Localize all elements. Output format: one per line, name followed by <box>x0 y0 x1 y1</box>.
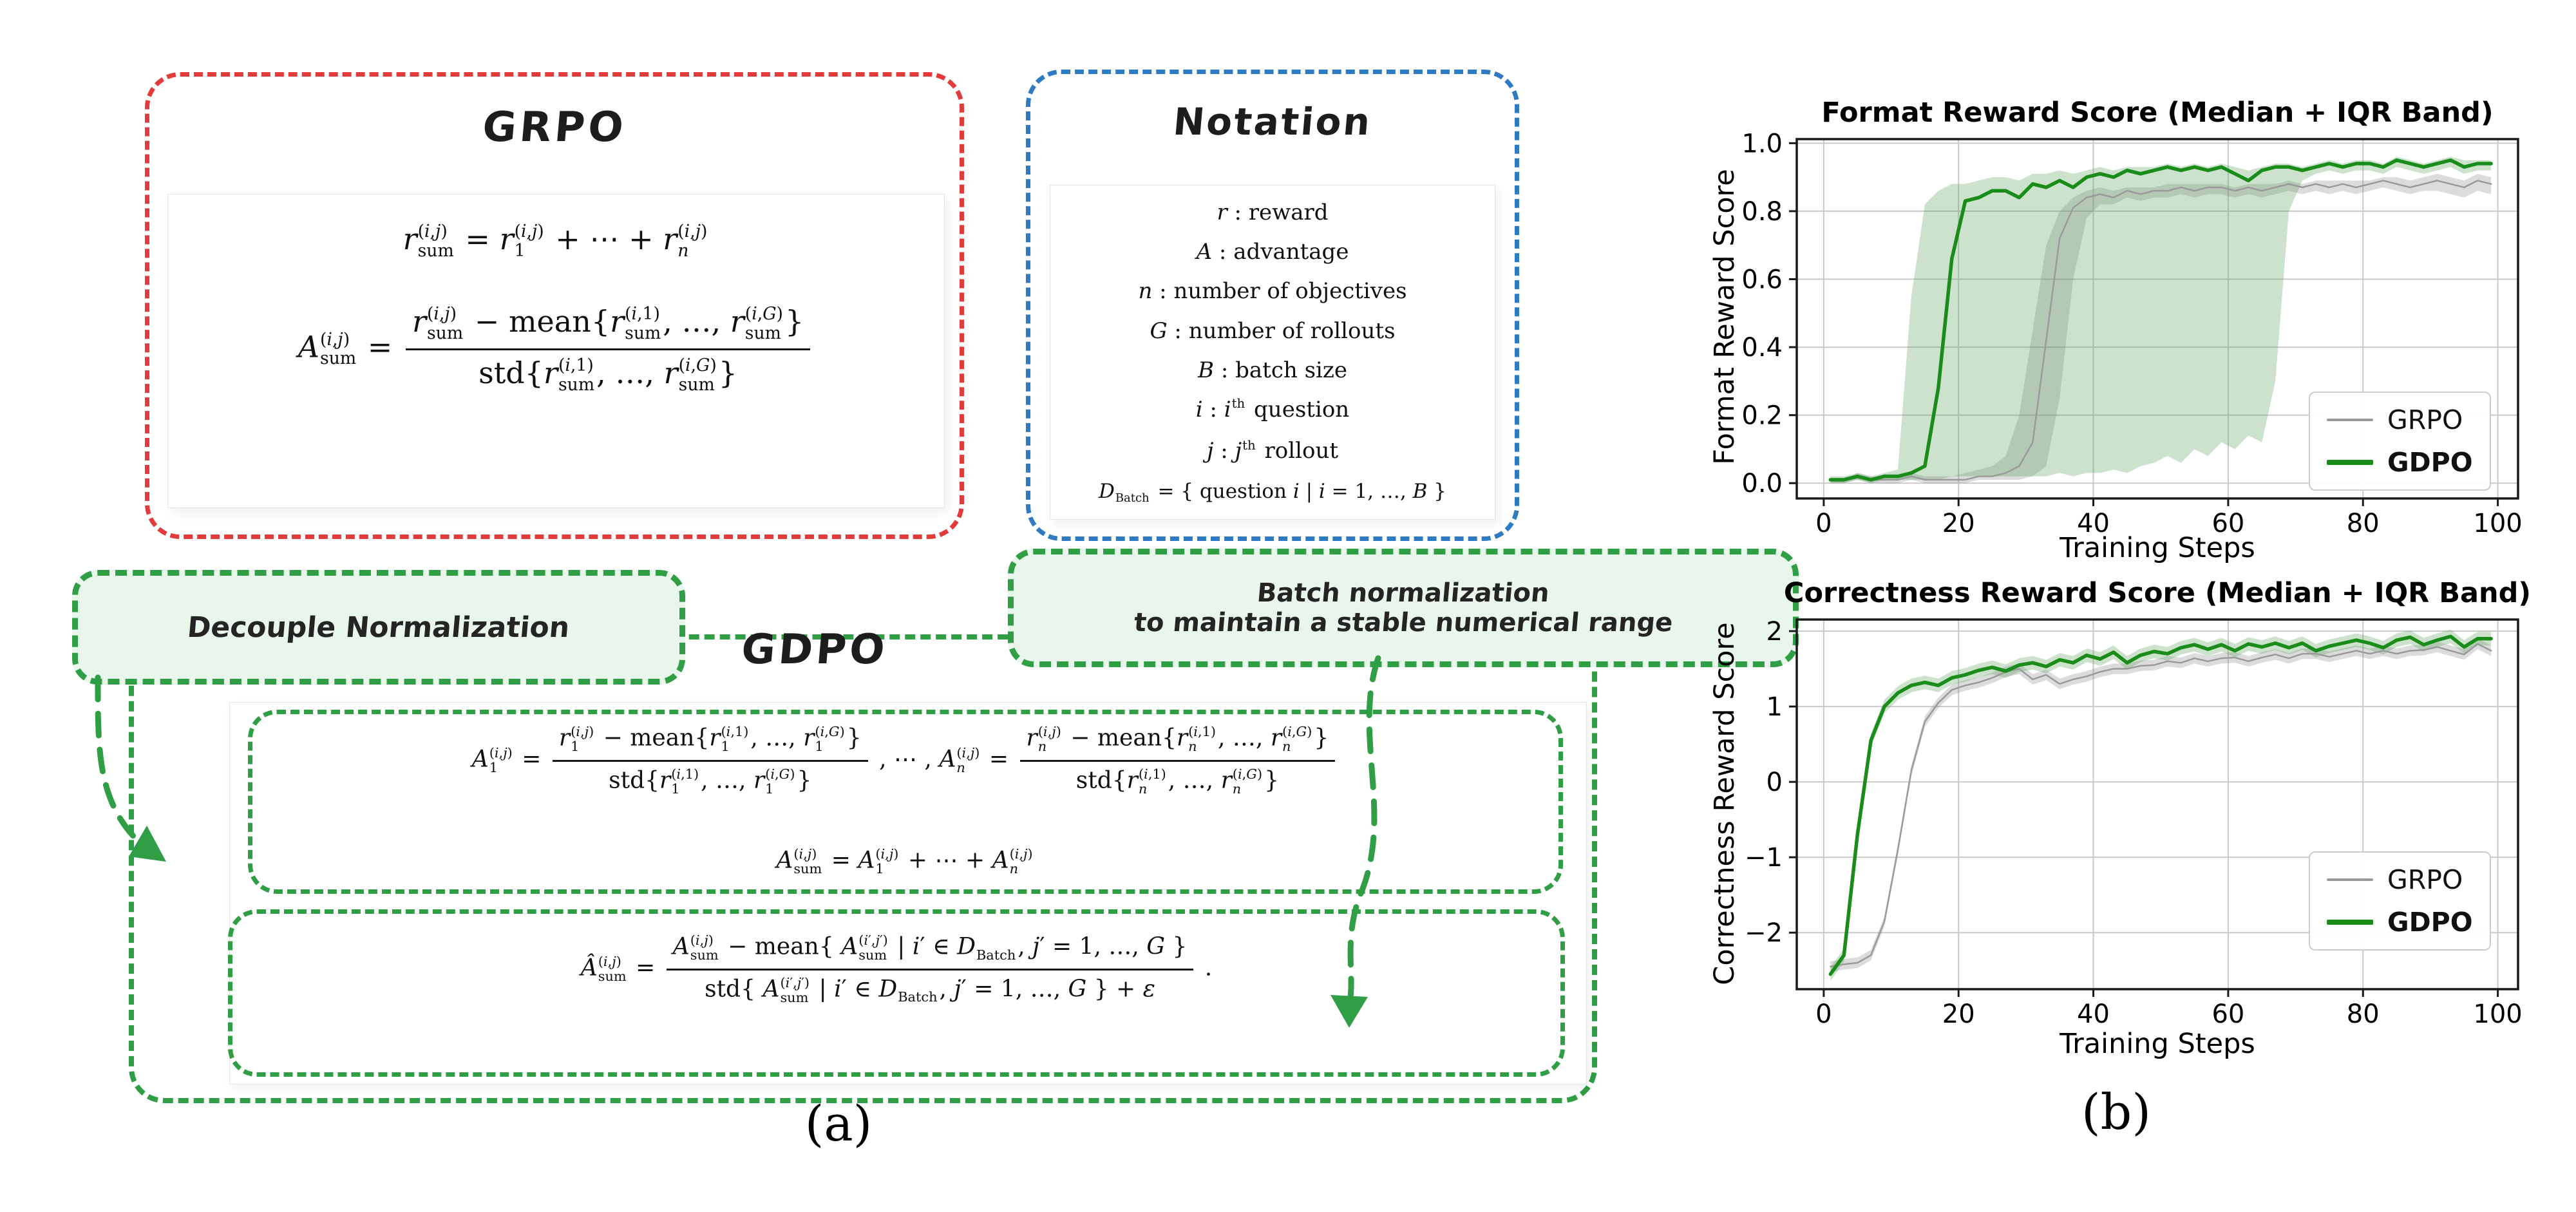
legend-label-gdpo: GDPO <box>2387 447 2473 478</box>
legend-label-gdpo: GDPO <box>2387 907 2473 938</box>
svg-text:20: 20 <box>1942 999 1975 1029</box>
notation-line: B : batch size <box>1198 357 1347 383</box>
correctness-reward-xlabel: Training Steps <box>2060 1028 2255 1060</box>
legend-label-grpo: GRPO <box>2387 404 2463 435</box>
batch-callout-line1: Batch normalization <box>1256 578 1551 608</box>
svg-text:40: 40 <box>2077 999 2110 1029</box>
gdpo-box <box>129 634 1597 1103</box>
svg-text:0: 0 <box>1815 999 1832 1029</box>
svg-text:40: 40 <box>2077 509 2110 538</box>
svg-text:0.2: 0.2 <box>1741 401 1783 431</box>
batch-callout-line2: to maintain a stable numerical range <box>1132 608 1674 638</box>
decouple-callout: Decouple Normalization <box>72 570 685 685</box>
gdpo-median-line <box>1828 158 2493 482</box>
gdpo-batchnorm-box: Â(i,j)sum = A(i,j)sum − mean{ A(i′,j′)su… <box>228 909 1565 1077</box>
decouple-callout-text: Decouple Normalization <box>186 611 571 644</box>
gdpo-iqr-band <box>1830 156 2492 484</box>
format-reward-ylabel: Format Reward Score <box>1709 169 1741 465</box>
grpo-eq-reward-sum: r(i,j)sum = r(i,j)1 + ⋯ + r(i,j)n <box>402 222 708 261</box>
batch-callout: Batch normalization to maintain a stable… <box>1008 549 1799 667</box>
notation-line: G : number of rollouts <box>1150 317 1396 344</box>
svg-text:1.0: 1.0 <box>1741 129 1783 158</box>
gdpo-eq-sum: A(i,j)sum = A(i,j)1 + ⋯ + A(i,j)n <box>776 846 1033 877</box>
grpo-eq-advantage: A(i,j)sum = r(i,j)sum − mean{r(i,1)sum, … <box>168 303 944 396</box>
svg-text:0.4: 0.4 <box>1741 333 1783 363</box>
format-reward-plot: 0 20 40 60 80 100 0.0 0.2 0.4 0.6 0.8 1.0 <box>1741 129 2522 538</box>
format-reward-chart: 0 20 40 60 80 100 0.0 0.2 0.4 0.6 0.8 1.0 Format Re… <box>1674 77 2576 586</box>
caption-a: (a) <box>804 1095 873 1152</box>
correctness-reward-chart-title: Correctness Reward Score (Median + IQR B… <box>1783 577 2532 609</box>
svg-text:100: 100 <box>2473 999 2522 1029</box>
legend: GRPO GDPO <box>2309 851 2491 951</box>
correctness-reward-chart: 0 20 40 60 80 100 −2 −1 0 1 2 Correctness Reward S… <box>1674 567 2576 1082</box>
notation-panel: r : reward A : advantage n : number of o… <box>1050 185 1495 520</box>
grpo-line-sample <box>2327 878 2373 881</box>
svg-text:−1: −1 <box>1745 843 1783 873</box>
format-reward-xlabel: Training Steps <box>2060 532 2255 564</box>
notation-box: Notation r : reward A : advantage n : nu… <box>1026 70 1519 541</box>
notation-line: r : reward <box>1217 200 1329 225</box>
svg-text:0: 0 <box>1815 509 1832 538</box>
svg-text:60: 60 <box>2211 509 2244 538</box>
gdpo-eq-batch-norm: Â(i,j)sum = A(i,j)sum − mean{ A(i′,j′)su… <box>580 933 1213 1006</box>
correctness-reward-plot: 0 20 40 60 80 100 −2 −1 0 1 2 <box>1745 617 2523 1029</box>
notation-line: n : number of objectives <box>1138 278 1407 305</box>
correctness-reward-ylabel: Correctness Reward Score <box>1709 622 1741 985</box>
grpo-box: GRPO r(i,j)sum = r(i,j)1 + ⋯ + r(i,j)n A… <box>145 72 964 539</box>
gdpo-title: GDPO <box>739 626 890 674</box>
format-reward-chart-title: Format Reward Score (Median + IQR Band) <box>1821 97 2494 129</box>
svg-text:−2: −2 <box>1745 918 1783 948</box>
legend: GRPO GDPO <box>2309 392 2491 491</box>
grpo-title: GRPO <box>480 104 629 151</box>
legend-row-gdpo: GDPO <box>2327 447 2473 478</box>
svg-text:0.0: 0.0 <box>1741 469 1783 498</box>
grpo-formula-panel: r(i,j)sum = r(i,j)1 + ⋯ + r(i,j)n A(i,j)… <box>167 194 945 508</box>
grpo-median-line <box>1830 643 2492 968</box>
grpo-line-sample <box>2327 419 2373 421</box>
notation-line: A : advantage <box>1196 239 1349 265</box>
svg-text:100: 100 <box>2473 509 2522 538</box>
svg-text:0.6: 0.6 <box>1741 265 1783 294</box>
legend-row-grpo: GRPO <box>2327 864 2473 895</box>
gdpo-line-sample <box>2327 920 2373 925</box>
gdpo-median-line <box>1828 634 2493 976</box>
caption-b: (b) <box>2081 1083 2151 1141</box>
legend-row-gdpo: GDPO <box>2327 907 2473 938</box>
svg-text:80: 80 <box>2347 999 2380 1029</box>
legend-row-grpo: GRPO <box>2327 404 2473 435</box>
gdpo-decoupled-box: A(i,j)1 = r(i,j)1 − mean{r(i,1)1, …, r(i… <box>248 710 1563 894</box>
gdpo-line-sample <box>2327 460 2373 465</box>
gdpo-eq-decoupled: A(i,j)1 = r(i,j)1 − mean{r(i,1)1, …, r(i… <box>252 723 1558 799</box>
svg-text:0: 0 <box>1766 768 1783 797</box>
svg-text:1: 1 <box>1766 692 1783 722</box>
grpo-median-line <box>1830 180 2492 481</box>
svg-text:80: 80 <box>2347 509 2380 538</box>
svg-text:0.8: 0.8 <box>1741 197 1783 227</box>
legend-label-grpo: GRPO <box>2387 864 2463 895</box>
svg-text:60: 60 <box>2211 999 2244 1029</box>
svg-text:20: 20 <box>1942 509 1975 538</box>
svg-text:2: 2 <box>1766 617 1783 647</box>
notation-title: Notation <box>1171 100 1374 144</box>
